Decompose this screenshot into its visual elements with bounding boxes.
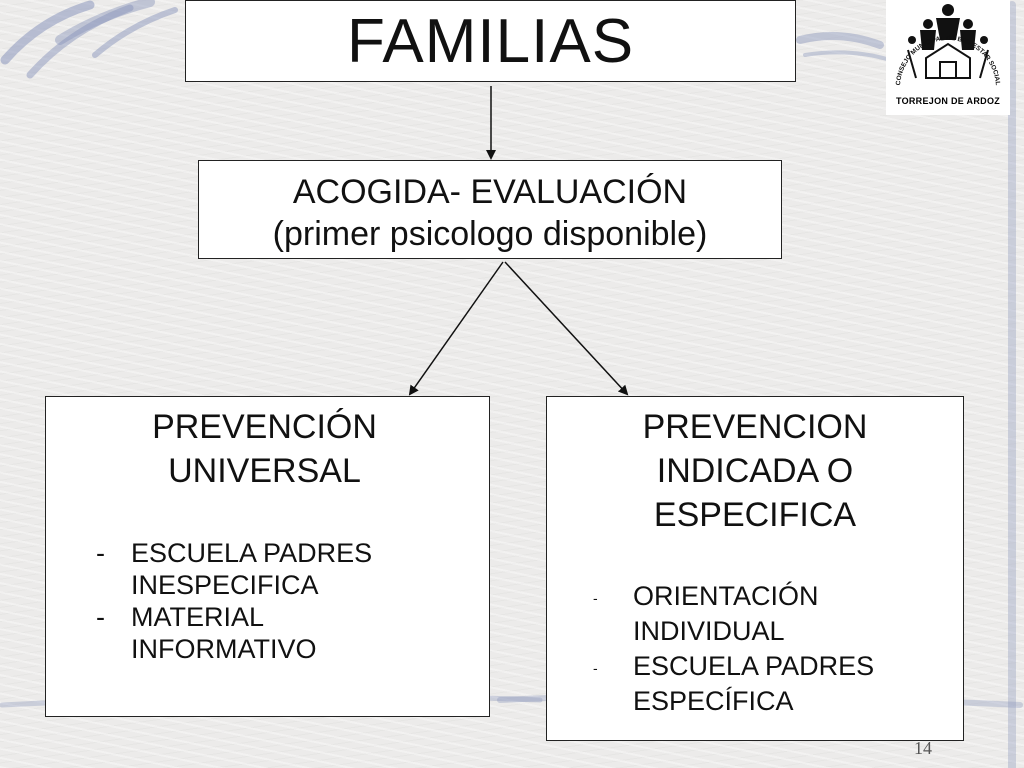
universal-heading-line-2: UNIVERSAL (168, 452, 361, 490)
dash-bullet: - (593, 590, 598, 606)
acogida-line-1: ACOGIDA- EVALUACIÓN (292, 173, 688, 211)
list-item-line-1: MATERIAL (131, 602, 265, 632)
especifica-heading-line-2: INDICADA O (656, 452, 854, 490)
acogida-line-2: (primer psicologo disponible) (272, 215, 708, 253)
list-item-line-2: INDIVIDUAL (633, 616, 785, 646)
especifica-heading-line-1: PREVENCION (642, 408, 868, 446)
list-item-line-1: ORIENTACIÓN (633, 581, 819, 611)
especifica-heading-line-3: ESPECIFICA (653, 496, 857, 534)
familias-box: FAMILIAS (185, 0, 796, 82)
consejo-municipal-logo: CONSEJO MUNICIPAL DE BIENESTAR SOCIAL TO… (886, 0, 1010, 115)
list-item-line-2: INFORMATIVO (131, 634, 317, 664)
arrow-acogida-to-universal (408, 261, 504, 396)
page-title: FAMILIAS (346, 6, 635, 76)
prevencion-especifica-box: PREVENCION INDICADA O ESPECIFICA - ORIEN… (546, 396, 964, 741)
list-item-line-2: ESPECÍFICA (633, 686, 794, 716)
dash-bullet: - (593, 660, 598, 676)
list-item: - ESCUELA PADRES INESPECIFICA (96, 537, 461, 601)
list-item: - ORIENTACIÓN INDIVIDUAL (593, 579, 963, 649)
dash-bullet: - (96, 538, 105, 568)
dash-bullet: - (96, 602, 105, 632)
list-item-line-1: ESCUELA PADRES (633, 651, 875, 681)
acogida-box: ACOGIDA- EVALUACIÓN (primer psicologo di… (198, 160, 782, 259)
list-item: - ESCUELA PADRES ESPECÍFICA (593, 649, 963, 719)
list-item-line-1: ESCUELA PADRES (131, 538, 373, 568)
universal-list: - ESCUELA PADRES INESPECIFICA - MATERIAL… (96, 537, 461, 665)
list-item-line-2: INESPECIFICA (131, 570, 319, 600)
prevencion-universal-box: PREVENCIÓN UNIVERSAL - ESCUELA PADRES IN… (45, 396, 490, 717)
logo-caption: TORREJON DE ARDOZ (895, 96, 1001, 106)
list-item: - MATERIAL INFORMATIVO (96, 601, 461, 665)
logo-emblem: CONSEJO MUNICIPAL DE BIENESTAR SOCIAL (895, 4, 1001, 86)
especifica-list: - ORIENTACIÓN INDIVIDUAL - ESCUELA PADRE… (593, 579, 963, 719)
page-number: 14 (914, 738, 932, 758)
universal-heading-line-1: PREVENCIÓN (152, 408, 377, 446)
arrow-acogida-to-especifica (504, 261, 629, 396)
